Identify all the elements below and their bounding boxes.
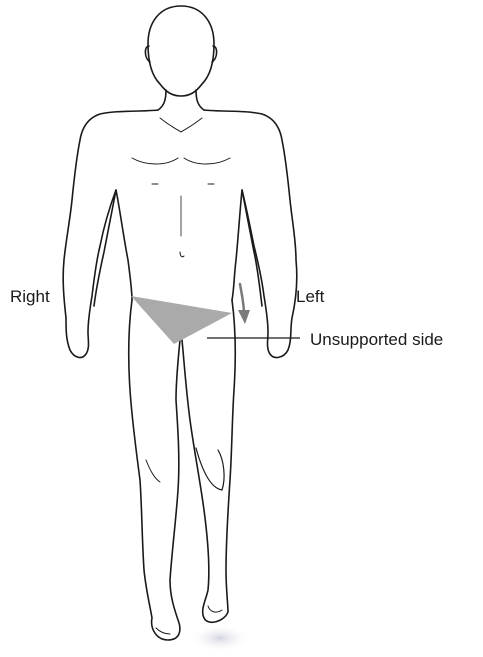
- neck: [158, 90, 204, 110]
- right-inner-arm: [94, 190, 116, 306]
- pelvis-triangle: [131, 296, 232, 344]
- label-unsupported-side: Unsupported side: [310, 331, 443, 348]
- right-knee: [146, 460, 160, 482]
- floor-shadow: [190, 624, 250, 652]
- label-left: Left: [296, 288, 324, 305]
- right-leg-outline: [129, 300, 180, 640]
- down-arrow-icon: [238, 284, 250, 324]
- pectorals: [132, 158, 230, 164]
- torso-outline: [63, 110, 158, 357]
- left-toes: [208, 606, 222, 612]
- chest-line: [160, 118, 202, 132]
- left-inner-arm: [242, 190, 262, 306]
- head: [148, 6, 214, 96]
- navel: [180, 252, 184, 257]
- right-toes: [156, 628, 170, 634]
- label-right: Right: [10, 288, 50, 305]
- left-leg-outline: [182, 300, 235, 622]
